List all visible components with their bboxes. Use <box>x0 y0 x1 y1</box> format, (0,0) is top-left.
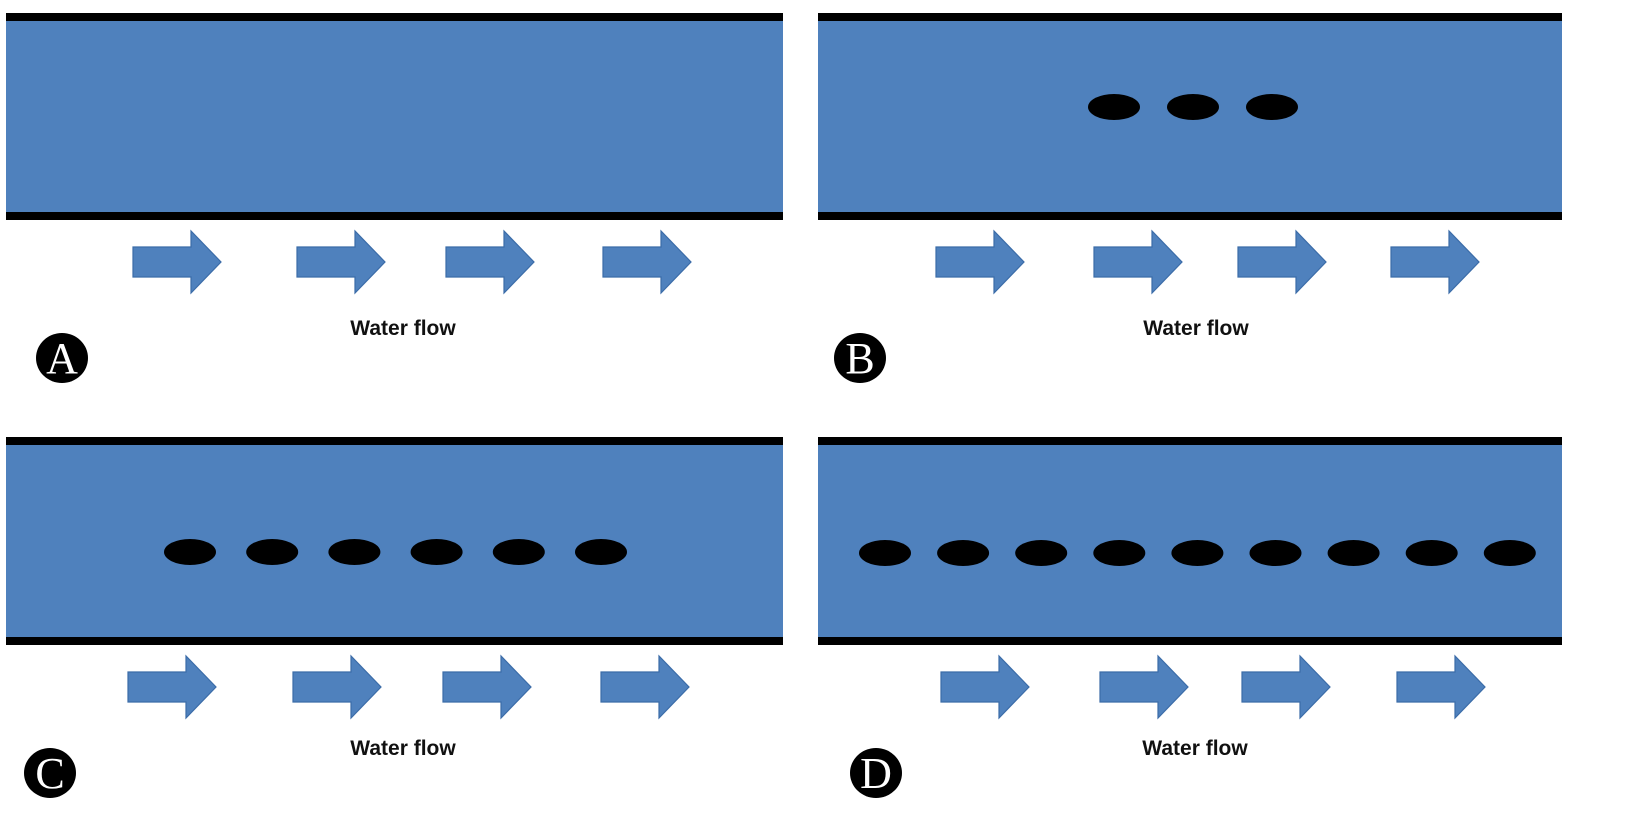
badge-letter: C <box>35 749 64 798</box>
badge-letter: D <box>860 749 892 798</box>
flow-arrow-icon <box>1093 229 1183 295</box>
badge-circle <box>850 748 902 798</box>
flow-arrow-icon <box>1099 654 1189 720</box>
particle <box>1015 540 1068 566</box>
bottom-bank-line <box>6 637 783 645</box>
particle <box>246 539 299 565</box>
flow-arrow-icon <box>600 654 690 720</box>
top-bank-line <box>6 13 783 21</box>
flow-arrow-icon <box>1237 229 1327 295</box>
flow-arrow-icon <box>445 229 535 295</box>
panel-badge: B <box>834 333 886 383</box>
flow-arrow-icon <box>132 229 222 295</box>
top-bank-line <box>818 13 1562 21</box>
top-bank-line <box>818 437 1562 445</box>
bottom-bank-line <box>818 637 1562 645</box>
water-channel <box>6 441 783 641</box>
flow-arrow-icon <box>1241 654 1331 720</box>
flow-arrow-icon <box>1396 654 1486 720</box>
badge-letter: B <box>845 334 874 383</box>
panel-badge: C <box>24 748 76 798</box>
badge-circle <box>36 333 88 383</box>
particle <box>1171 540 1224 566</box>
particle <box>410 539 463 565</box>
particle <box>1093 540 1146 566</box>
particle <box>859 540 911 566</box>
bottom-bank-line <box>6 212 783 220</box>
badge-circle <box>24 748 76 798</box>
particle <box>1088 94 1140 120</box>
flow-arrow-icon <box>292 654 382 720</box>
particle <box>1167 94 1219 120</box>
flow-arrow-icon <box>940 654 1030 720</box>
top-bank-line <box>6 437 783 445</box>
particle <box>1246 94 1298 120</box>
badge-letter: A <box>46 334 78 383</box>
flow-label: Water flow <box>350 737 456 760</box>
flow-arrow-icon <box>602 229 692 295</box>
flow-label: Water flow <box>350 317 456 340</box>
flow-arrow-icon <box>935 229 1025 295</box>
particle <box>492 539 545 565</box>
particle <box>328 539 381 565</box>
flow-label: Water flow <box>1143 317 1249 340</box>
badge-circle <box>834 333 886 383</box>
panel-badge: A <box>36 333 88 383</box>
particle <box>1483 540 1536 566</box>
flow-arrow-icon <box>442 654 532 720</box>
flow-arrow-icon <box>296 229 386 295</box>
particle <box>1327 540 1380 566</box>
water-channel <box>6 17 783 216</box>
particle <box>575 539 627 565</box>
flow-arrow-icon <box>1390 229 1480 295</box>
particle <box>937 540 990 566</box>
bottom-bank-line <box>818 212 1562 220</box>
particle <box>164 539 216 565</box>
particle <box>1405 540 1458 566</box>
flow-arrow-icon <box>127 654 217 720</box>
panel-badge: D <box>850 748 902 798</box>
flow-label: Water flow <box>1142 737 1248 760</box>
particle <box>1249 540 1302 566</box>
